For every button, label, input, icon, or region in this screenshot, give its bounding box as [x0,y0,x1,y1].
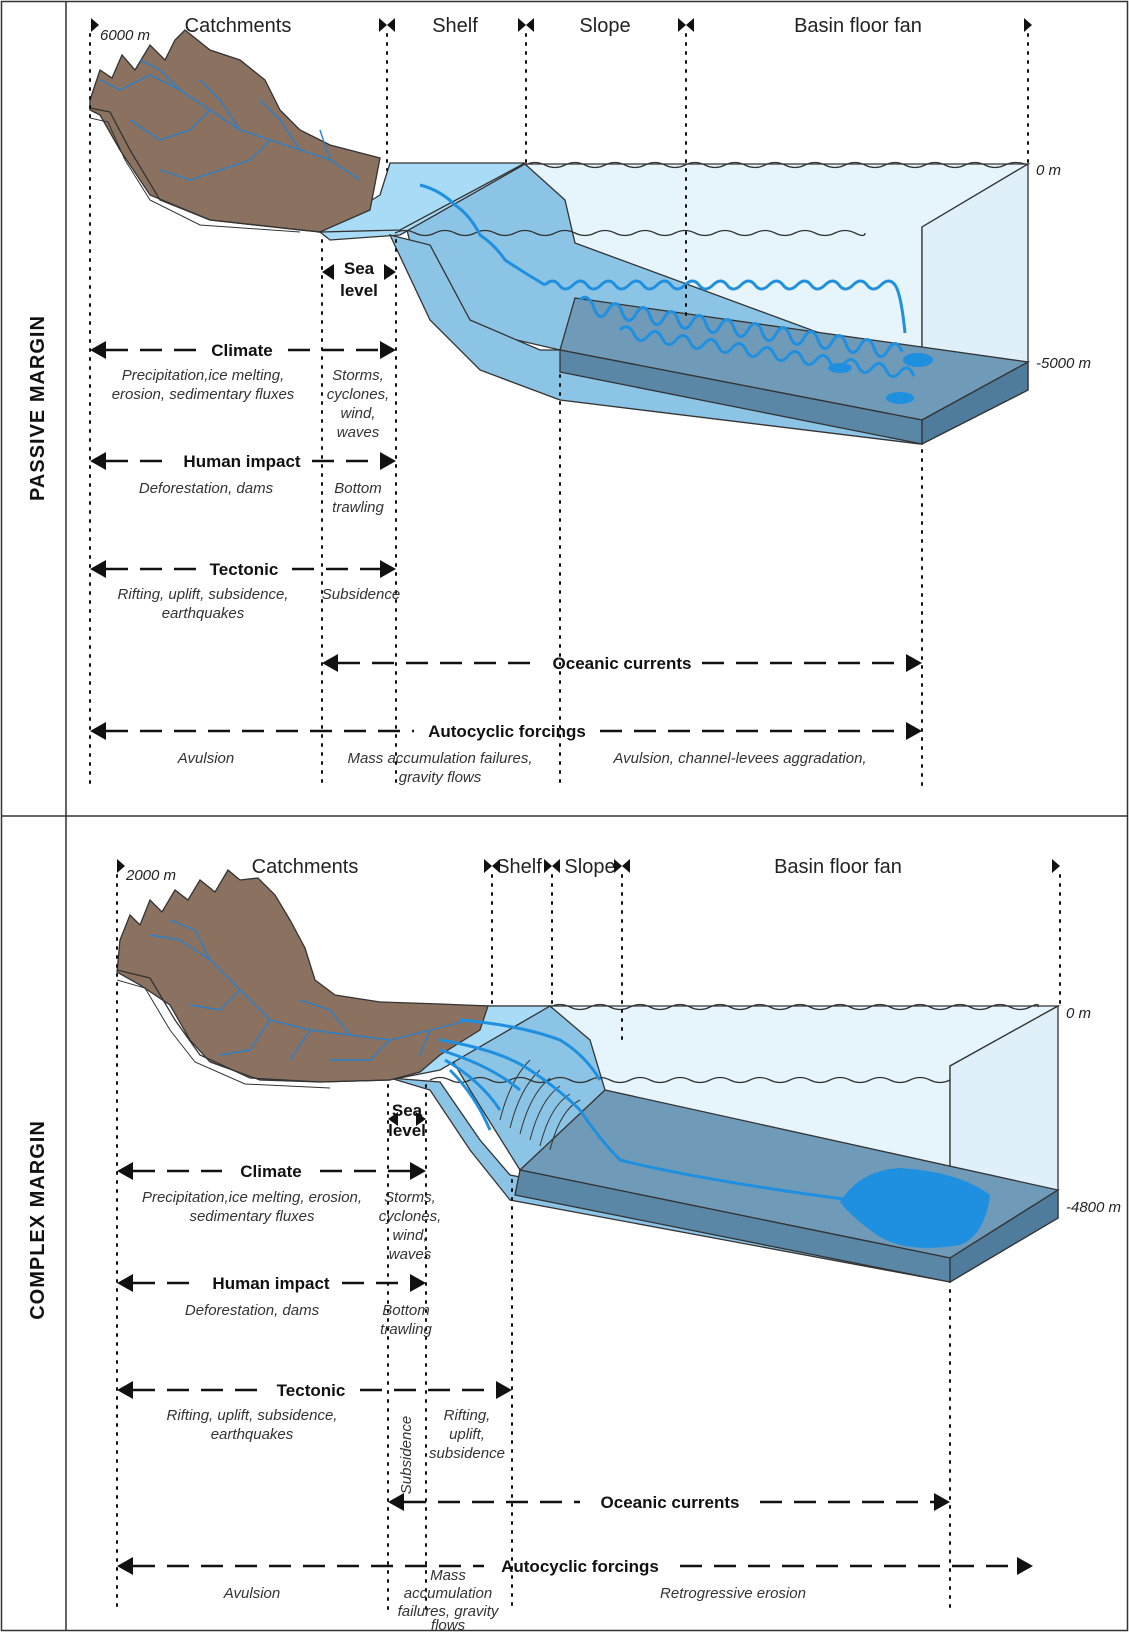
passive-forcing-climate: Climate Precipitation,ice melting, erosi… [90,341,396,441]
complex-forcing-human: Human impact Deforestation, dams Bottom … [117,1274,433,1338]
passive-sea-level: Sea level [322,259,396,300]
passive-zone-basin: Basin floor fan [794,15,922,37]
complex-channels [439,1018,990,1248]
svg-text:Rifting, uplift, subsidence,: Rifting, uplift, subsidence, [118,586,289,603]
svg-text:Deforestation, dams: Deforestation, dams [185,1302,320,1319]
passive-panel: Catchments Shelf Slope Basin floor fan [89,15,1091,786]
svg-text:Mass accumulation failures,: Mass accumulation failures, [347,750,532,767]
svg-text:Rifting,: Rifting, [444,1407,491,1424]
svg-text:Mass: Mass [430,1567,466,1584]
svg-text:level: level [388,1121,426,1140]
svg-text:level: level [340,281,378,300]
svg-text:Sea: Sea [344,259,375,278]
svg-text:Precipitation,ice melting,: Precipitation,ice melting, [122,367,285,384]
svg-text:Retrogressive erosion: Retrogressive erosion [660,1585,806,1602]
complex-depth-sea: 0 m [1066,1005,1091,1022]
svg-text:Rifting, uplift, subsidence,: Rifting, uplift, subsidence, [167,1407,338,1424]
complex-panel: Catchments Shelf Slope Basin floor fan [116,856,1121,1632]
svg-text:Deforestation, dams: Deforestation, dams [139,480,274,497]
complex-oceanic-title: Oceanic currents [601,1493,740,1512]
passive-sea-surface [524,161,1029,169]
passive-autocyclic-title: Autocyclic forcings [428,722,586,741]
passive-zone-slope: Slope [579,15,630,37]
passive-zone-catchments: Catchments [185,15,292,37]
passive-margin-label: PASSIVE MARGIN [27,315,49,501]
svg-text:Avulsion, channel-levees aggra: Avulsion, channel-levees aggradation, [612,750,866,767]
passive-channels [419,183,933,404]
svg-text:wind,: wind, [340,405,375,422]
svg-text:erosion, sedimentary fluxes: erosion, sedimentary fluxes [112,386,295,403]
svg-text:trawling: trawling [380,1321,432,1338]
complex-depth-bottom: -4800 m [1066,1199,1121,1216]
svg-text:wind,: wind, [392,1227,427,1244]
complex-sea-surface [549,1003,1039,1011]
passive-forcing-oceanic: Oceanic currents [322,654,922,673]
complex-water-box [389,1004,1061,1284]
complex-sea-surface-back [429,1076,951,1084]
complex-forcing-climate: Climate Precipitation,ice melting, erosi… [117,1162,441,1263]
svg-text:Subsidence: Subsidence [398,1416,415,1494]
svg-text:flows: flows [431,1617,466,1632]
passive-forcing-human: Human impact Deforestation, dams Bottom … [90,452,396,516]
complex-zone-slope: Slope [564,856,615,878]
passive-sea-surface-back [394,229,866,237]
complex-zone-markers [117,859,1060,873]
svg-text:Precipitation,ice melting, ero: Precipitation,ice melting, erosion, [142,1189,362,1206]
complex-catchment-block [116,869,489,1089]
complex-boundaries [116,874,1061,1611]
svg-text:Storms,: Storms, [332,367,384,384]
svg-text:subsidence: subsidence [429,1445,505,1462]
svg-text:Subsidence: Subsidence [322,586,400,603]
svg-text:Avulsion: Avulsion [223,1585,280,1602]
passive-depth-bottom: -5000 m [1036,355,1091,372]
svg-text:earthquakes: earthquakes [211,1426,294,1443]
complex-forcing-tectonic: Tectonic Rifting, uplift, subsidence, ea… [117,1381,512,1494]
complex-climate-title: Climate [240,1162,301,1181]
passive-human-title: Human impact [183,452,300,471]
complex-tectonic-title: Tectonic [277,1381,346,1400]
passive-boundaries [89,33,1029,786]
svg-text:waves: waves [389,1246,432,1263]
passive-forcing-autocyclic: Autocyclic forcings Avulsion Mass accumu… [90,722,922,786]
passive-oceanic-title: Oceanic currents [553,654,692,673]
passive-tectonic-title: Tectonic [210,560,279,579]
svg-text:waves: waves [337,424,380,441]
complex-zone-basin: Basin floor fan [774,856,902,878]
passive-depth-sea: 0 m [1036,162,1061,179]
svg-text:cyclones,: cyclones, [379,1208,442,1225]
svg-text:cyclones,: cyclones, [327,386,390,403]
passive-catchment-block [89,29,381,233]
svg-text:earthquakes: earthquakes [162,605,245,622]
svg-text:sedimentary fluxes: sedimentary fluxes [189,1208,315,1225]
passive-forcing-tectonic: Tectonic Rifting, uplift, subsidence, ea… [90,560,400,622]
svg-text:Avulsion: Avulsion [177,750,234,767]
svg-text:Bottom: Bottom [334,480,382,497]
svg-text:Sea: Sea [392,1101,423,1120]
passive-water-box [317,162,1031,446]
svg-text:uplift,: uplift, [449,1426,485,1443]
svg-text:trawling: trawling [332,499,384,516]
svg-text:failures, gravity: failures, gravity [398,1603,500,1620]
complex-sea-level: Sea level [388,1101,426,1140]
complex-autocyclic-title: Autocyclic forcings [501,1557,659,1576]
complex-margin-label: COMPLEX MARGIN [27,1120,49,1320]
complex-forcing-oceanic: Oceanic currents [388,1493,950,1512]
passive-depth-top: 6000 m [100,27,150,44]
passive-zone-shelf: Shelf [432,15,478,37]
passive-zone-markers [91,18,1032,32]
svg-text:Storms,: Storms, [384,1189,436,1206]
svg-text:gravity flows: gravity flows [399,769,482,786]
complex-human-title: Human impact [212,1274,329,1293]
complex-zone-shelf: Shelf [496,856,542,878]
svg-text:accumulation: accumulation [404,1585,492,1602]
passive-climate-title: Climate [211,341,272,360]
complex-forcing-autocyclic: Autocyclic forcings Avulsion Mass accumu… [117,1557,1033,1632]
complex-depth-top: 2000 m [125,867,176,884]
complex-zone-catchments: Catchments [252,856,359,878]
svg-text:Bottom: Bottom [382,1302,430,1319]
